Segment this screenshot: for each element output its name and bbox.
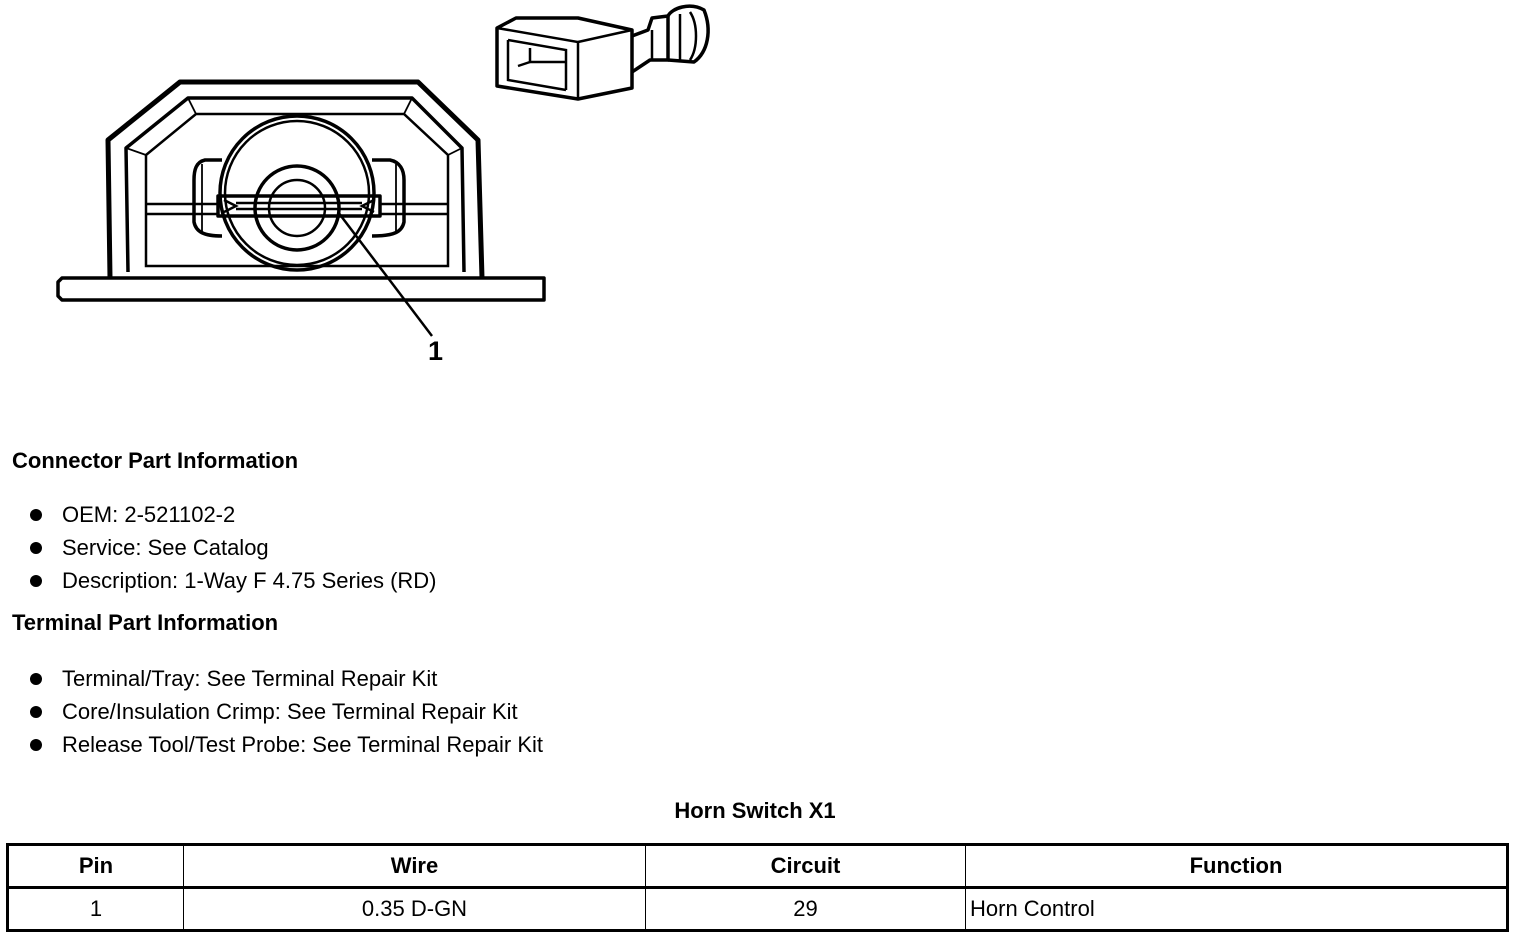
cell-wire: 0.35 D-GN bbox=[183, 887, 646, 931]
cell-function: Horn Control bbox=[965, 887, 1508, 931]
column-header-function: Function bbox=[965, 844, 1508, 888]
list-item: Terminal/Tray: See Terminal Repair Kit bbox=[28, 666, 543, 699]
table-header-row: Pin Wire Circuit Function bbox=[7, 844, 1508, 888]
pin-table: Pin Wire Circuit Function 1 0.35 D-GN 29… bbox=[6, 843, 1509, 932]
column-header-pin: Pin bbox=[7, 844, 184, 888]
bullet-icon bbox=[30, 575, 42, 587]
bullet-icon bbox=[30, 673, 42, 685]
table-title: Horn Switch X1 bbox=[674, 798, 836, 823]
terminal-illustration bbox=[495, 4, 710, 101]
list-item: Description: 1-Way F 4.75 Series (RD) bbox=[28, 568, 437, 601]
connector-info-list: OEM: 2-521102-2 Service: See Catalog Des… bbox=[28, 502, 437, 601]
list-item: Service: See Catalog bbox=[28, 535, 437, 568]
list-item: Release Tool/Test Probe: See Terminal Re… bbox=[28, 732, 543, 765]
callout-leader bbox=[337, 211, 433, 337]
list-item: Core/Insulation Crimp: See Terminal Repa… bbox=[28, 699, 543, 732]
bullet-icon bbox=[30, 706, 42, 718]
bullet-icon bbox=[30, 542, 42, 554]
horn-switch-housing bbox=[56, 79, 546, 337]
connector-part-info-heading: Connector Part Information bbox=[12, 448, 299, 473]
callout-label: 1 bbox=[428, 336, 444, 366]
bullet-icon bbox=[30, 509, 42, 521]
list-item: OEM: 2-521102-2 bbox=[28, 502, 437, 535]
cell-circuit: 29 bbox=[645, 887, 966, 931]
terminal-part-info-heading: Terminal Part Information bbox=[12, 610, 279, 635]
terminal-info-list: Terminal/Tray: See Terminal Repair Kit C… bbox=[28, 666, 543, 765]
column-header-circuit: Circuit bbox=[645, 844, 966, 888]
table-row: 1 0.35 D-GN 29 Horn Control bbox=[7, 887, 1508, 931]
column-header-wire: Wire bbox=[183, 844, 646, 888]
cell-pin: 1 bbox=[7, 887, 184, 931]
bullet-icon bbox=[30, 739, 42, 751]
connector-diagram bbox=[56, 4, 710, 337]
